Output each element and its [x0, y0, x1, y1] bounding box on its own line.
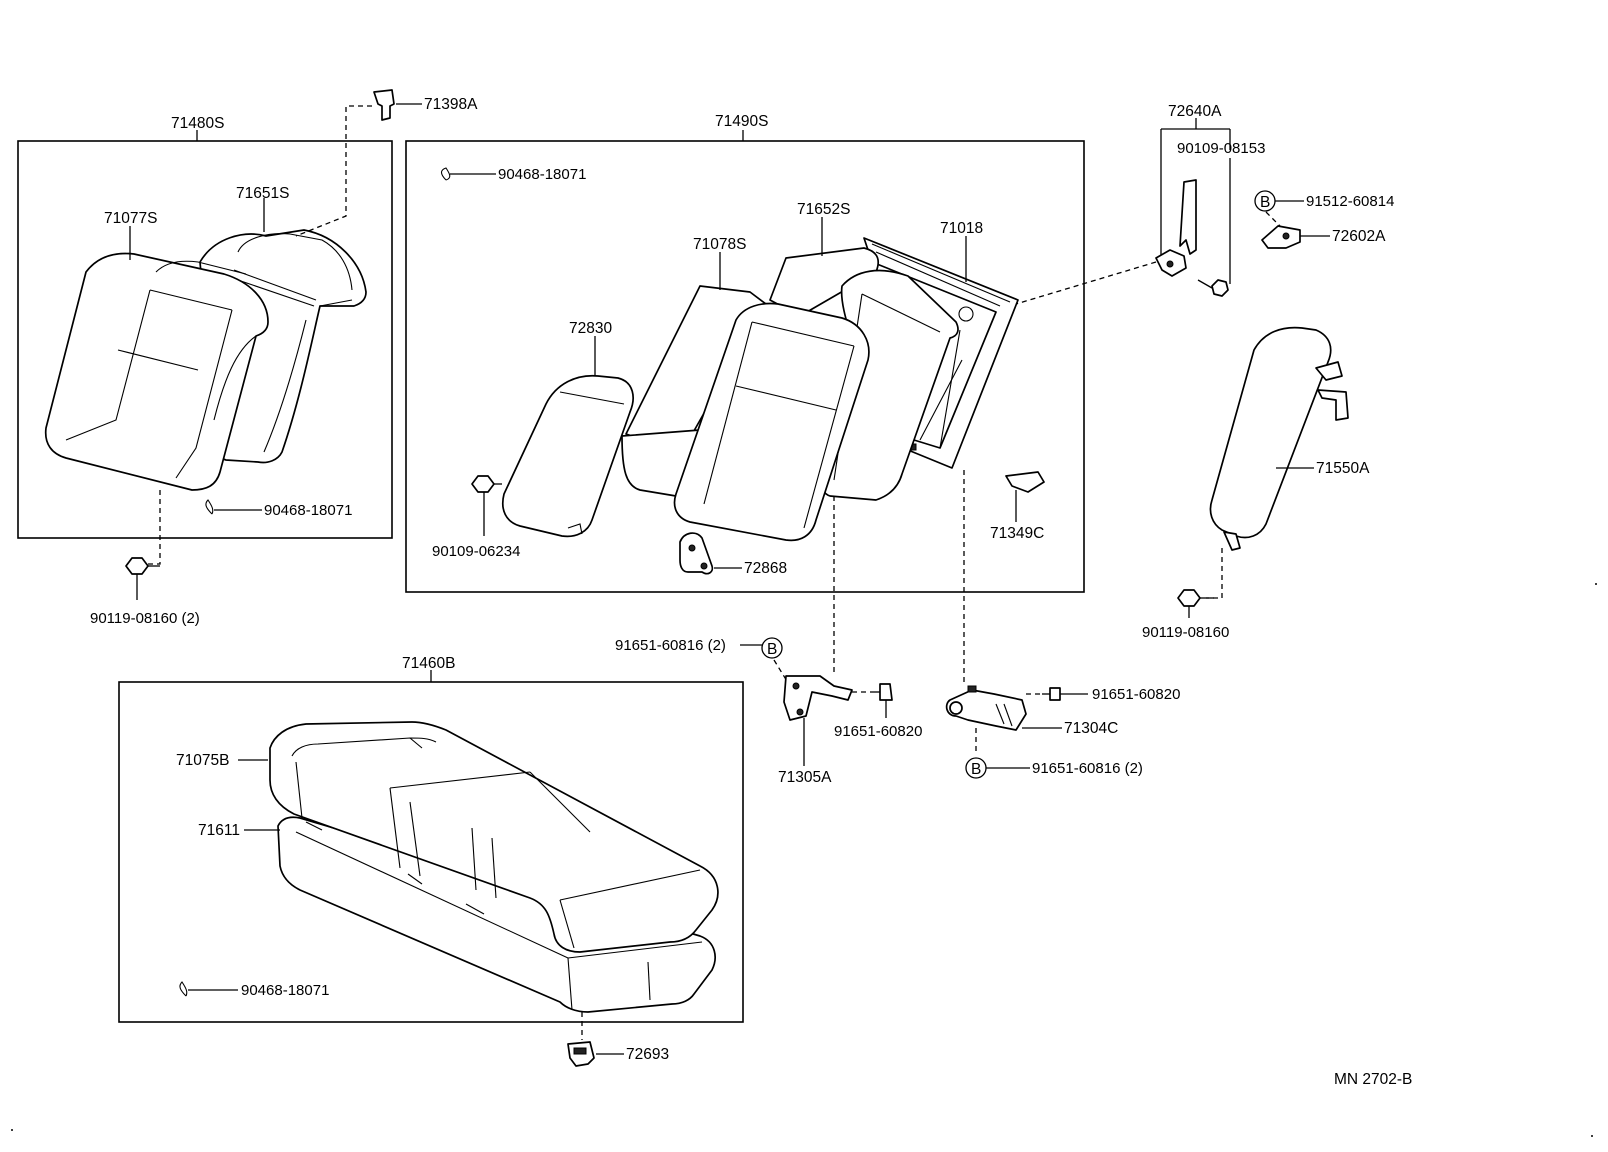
- seatback-hinge-72640A: [1155, 179, 1197, 277]
- part-label-71305A: 71305A: [778, 769, 832, 786]
- leader-bolt-left: [148, 490, 161, 565]
- part-label-91512-60814: 91512-60814: [1306, 193, 1394, 210]
- part-label-90119-08160-2: 90119-08160 (2): [90, 610, 200, 627]
- group-box-71480S: [17, 140, 393, 539]
- bolt-icon: [125, 557, 160, 575]
- part-label-91651-60820-a: 91651-60820: [834, 723, 922, 740]
- hog-ring-icon: [179, 981, 188, 997]
- circled-b-marker-icon: [761, 637, 783, 659]
- part-label-71075B: 71075B: [176, 752, 229, 769]
- part-label-71304C: 71304C: [1064, 720, 1118, 737]
- diagram-code: MN 2702-B: [1334, 1071, 1412, 1088]
- leader-bolt-right: [1206, 548, 1223, 599]
- clip-72693-icon: [567, 1041, 595, 1067]
- part-label-90468-18071-a: 90468-18071: [264, 502, 352, 519]
- part-label-90468-18071-c: 90468-18071: [241, 982, 329, 999]
- circled-b-letter: B: [971, 761, 981, 778]
- part-label-71611: 71611: [198, 822, 240, 839]
- part-label-71349C: 71349C: [990, 525, 1044, 542]
- screw-icon: [870, 683, 893, 701]
- screw-icon: [1042, 687, 1061, 701]
- part-label-72868: 72868: [744, 560, 787, 577]
- group-box-71490S: [405, 140, 1085, 593]
- part-label-71652S: 71652S: [797, 201, 850, 218]
- part-label-91651-60816-2-a: 91651-60816 (2): [615, 637, 726, 654]
- part-label-90109-06234: 90109-06234: [432, 543, 520, 560]
- part-label-72830: 72830: [569, 320, 612, 337]
- part-label-71398A: 71398A: [424, 96, 478, 113]
- bolt-icon: [1197, 279, 1229, 297]
- hog-ring-icon: [440, 167, 451, 181]
- circled-b-letter: B: [1260, 194, 1270, 211]
- group-label-71460B: 71460B: [402, 655, 455, 672]
- part-label-91651-60820-b: 91651-60820: [1092, 686, 1180, 703]
- part-label-71550A: 71550A: [1316, 460, 1370, 477]
- seatback-cover-71078S: [621, 285, 870, 542]
- seat-cushion-cover-71075B: [269, 721, 719, 953]
- hog-ring-icon: [205, 499, 214, 515]
- bolt-icon: [1177, 589, 1214, 607]
- bracket-71349C: [1005, 471, 1045, 493]
- part-label-71078S: 71078S: [693, 236, 746, 253]
- part-label-72602A: 72602A: [1332, 228, 1386, 245]
- part-label-90109-08153: 90109-08153: [1177, 140, 1265, 157]
- group-label-71490S: 71490S: [715, 113, 768, 130]
- side-bolster-71550A: [1209, 326, 1349, 551]
- part-label-71077S: 71077S: [104, 210, 157, 227]
- part-label-72640A: 72640A: [1168, 103, 1222, 120]
- seat-cushion-pad-71611: [277, 816, 716, 1013]
- bolt-icon: [471, 475, 502, 493]
- group-label-71480S: 71480S: [171, 115, 224, 132]
- leader-91512: [1265, 211, 1281, 227]
- part-label-91651-60816-2-b: 91651-60816 (2): [1032, 760, 1143, 777]
- circled-b-letter: B: [767, 641, 777, 658]
- leader-71398A: [295, 105, 372, 237]
- bracket-72868: [679, 532, 714, 575]
- hinge-bracket-71304C: [945, 685, 1027, 731]
- leader-hinge-to-frame: [1015, 261, 1157, 305]
- hinge-bracket-71305A: [783, 675, 853, 721]
- part-label-72693: 72693: [626, 1046, 669, 1063]
- bracket-72602A: [1261, 225, 1301, 249]
- seatback-cover-71077S: [44, 252, 269, 491]
- part-label-71651S: 71651S: [236, 185, 289, 202]
- part-label-71018: 71018: [940, 220, 983, 237]
- clip-71398A-icon: [373, 89, 395, 121]
- part-label-90119-08160: 90119-08160: [1142, 624, 1229, 641]
- part-label-90468-18071-b: 90468-18071: [498, 166, 586, 183]
- armrest-72830: [501, 374, 634, 538]
